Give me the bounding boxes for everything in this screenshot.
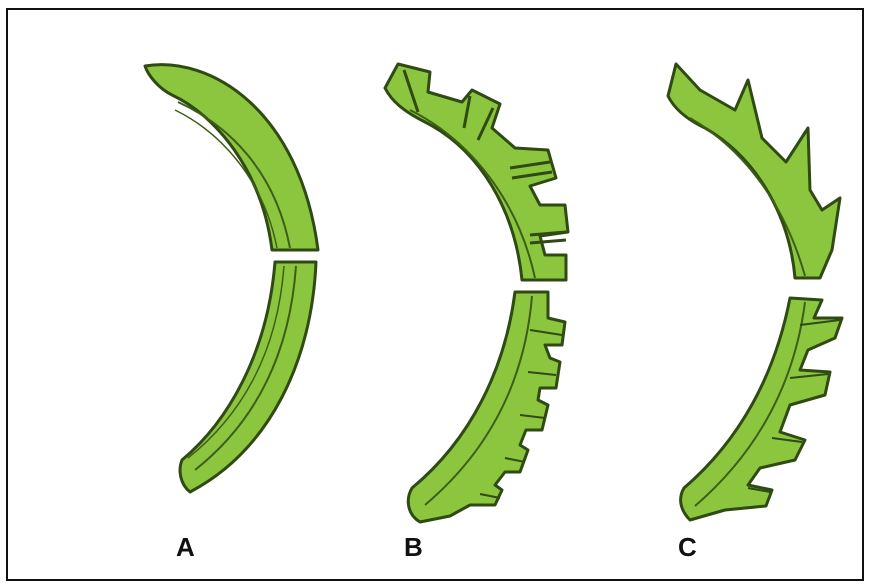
leaf-c-upper-segment	[668, 64, 840, 278]
label-b: B	[404, 532, 423, 563]
leaf-a-upper-segment	[145, 65, 318, 250]
leaf-b-lower-segment	[408, 292, 565, 522]
label-a: A	[176, 532, 195, 563]
leaf-a-lower-segment	[180, 262, 316, 492]
label-c: C	[678, 532, 697, 563]
leaf-b	[385, 64, 568, 522]
leaf-c-lower-segment	[681, 298, 842, 520]
leaf-c	[668, 64, 842, 520]
leaf-a	[145, 65, 318, 492]
